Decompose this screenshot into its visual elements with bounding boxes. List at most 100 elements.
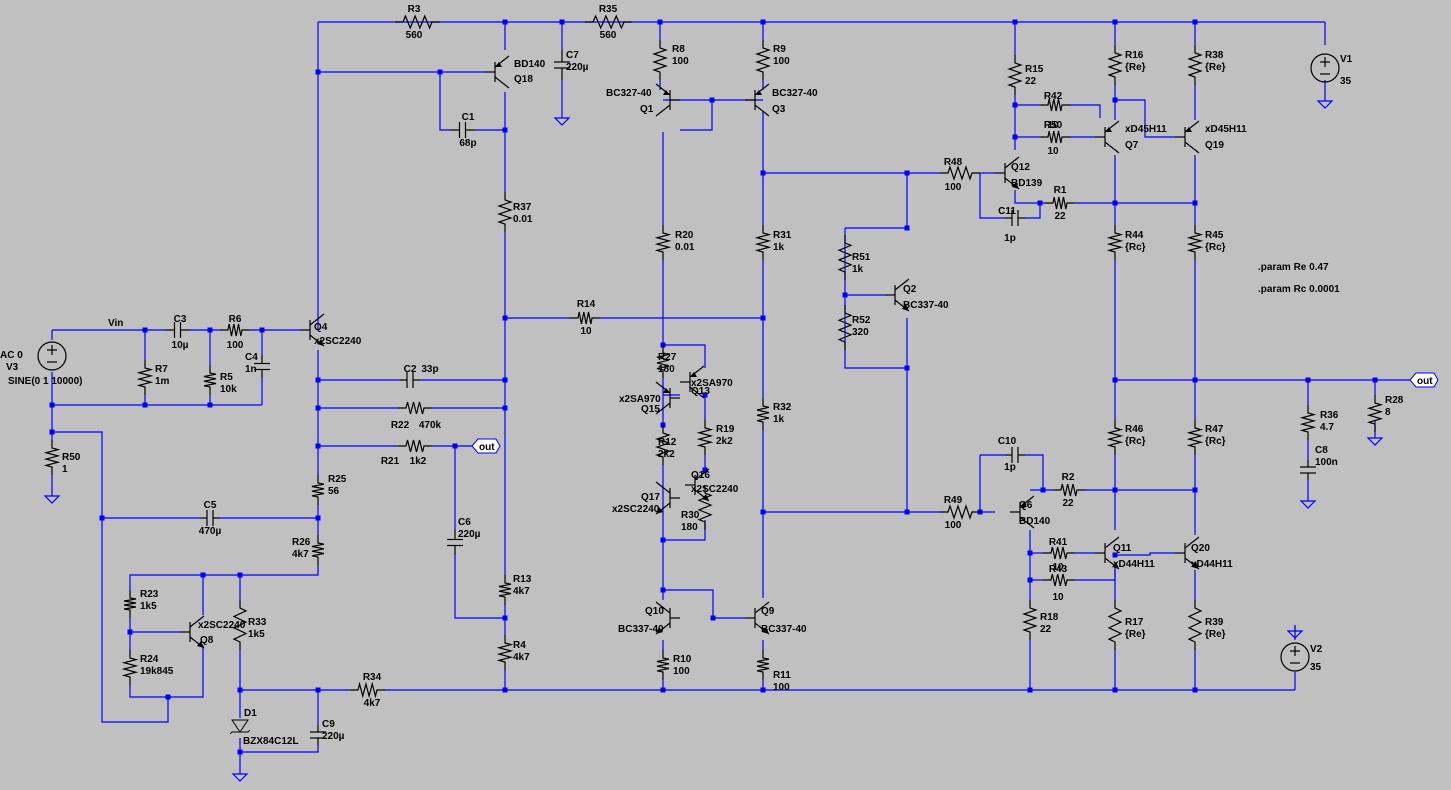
resistor-r16[interactable]: R16{Re}: [1107, 45, 1146, 85]
resistor-r38[interactable]: R38{Re}: [1187, 45, 1226, 85]
transistor-model: x2SC2240: [691, 484, 739, 495]
resistor-value: {Re}: [1205, 629, 1226, 640]
resistor-name: R32: [773, 402, 792, 413]
resistor-r45[interactable]: R45{Rc}: [1186, 225, 1226, 260]
labels: Vin.param Re 0.47.param Rc 0.0001: [108, 262, 1340, 329]
capacitor-name: C9: [322, 719, 335, 730]
resistor-name: R45: [1205, 230, 1224, 241]
resistor-name: R24: [140, 654, 159, 665]
resistor-value: 2k2: [716, 436, 733, 447]
resistor-r47[interactable]: R47{Rc}: [1186, 420, 1226, 455]
resistor-r17[interactable]: R17{Re}: [1107, 600, 1146, 650]
ground-symbol: [1366, 432, 1384, 446]
resistor-r44[interactable]: R44{Rc}: [1106, 225, 1146, 260]
resistor-value: 560: [406, 30, 423, 41]
resistor-name: R9: [773, 44, 786, 55]
resistor-name: R5: [220, 372, 233, 383]
resistor-r39[interactable]: R39{Re}: [1187, 600, 1226, 650]
resistor-r46[interactable]: R46{Rc}: [1106, 420, 1146, 455]
net-label-vin: Vin: [108, 318, 123, 329]
resistor-value: 1k5: [140, 601, 157, 612]
capacitor-value: 220µ: [322, 731, 345, 742]
resistor-name: R1: [1054, 185, 1067, 196]
